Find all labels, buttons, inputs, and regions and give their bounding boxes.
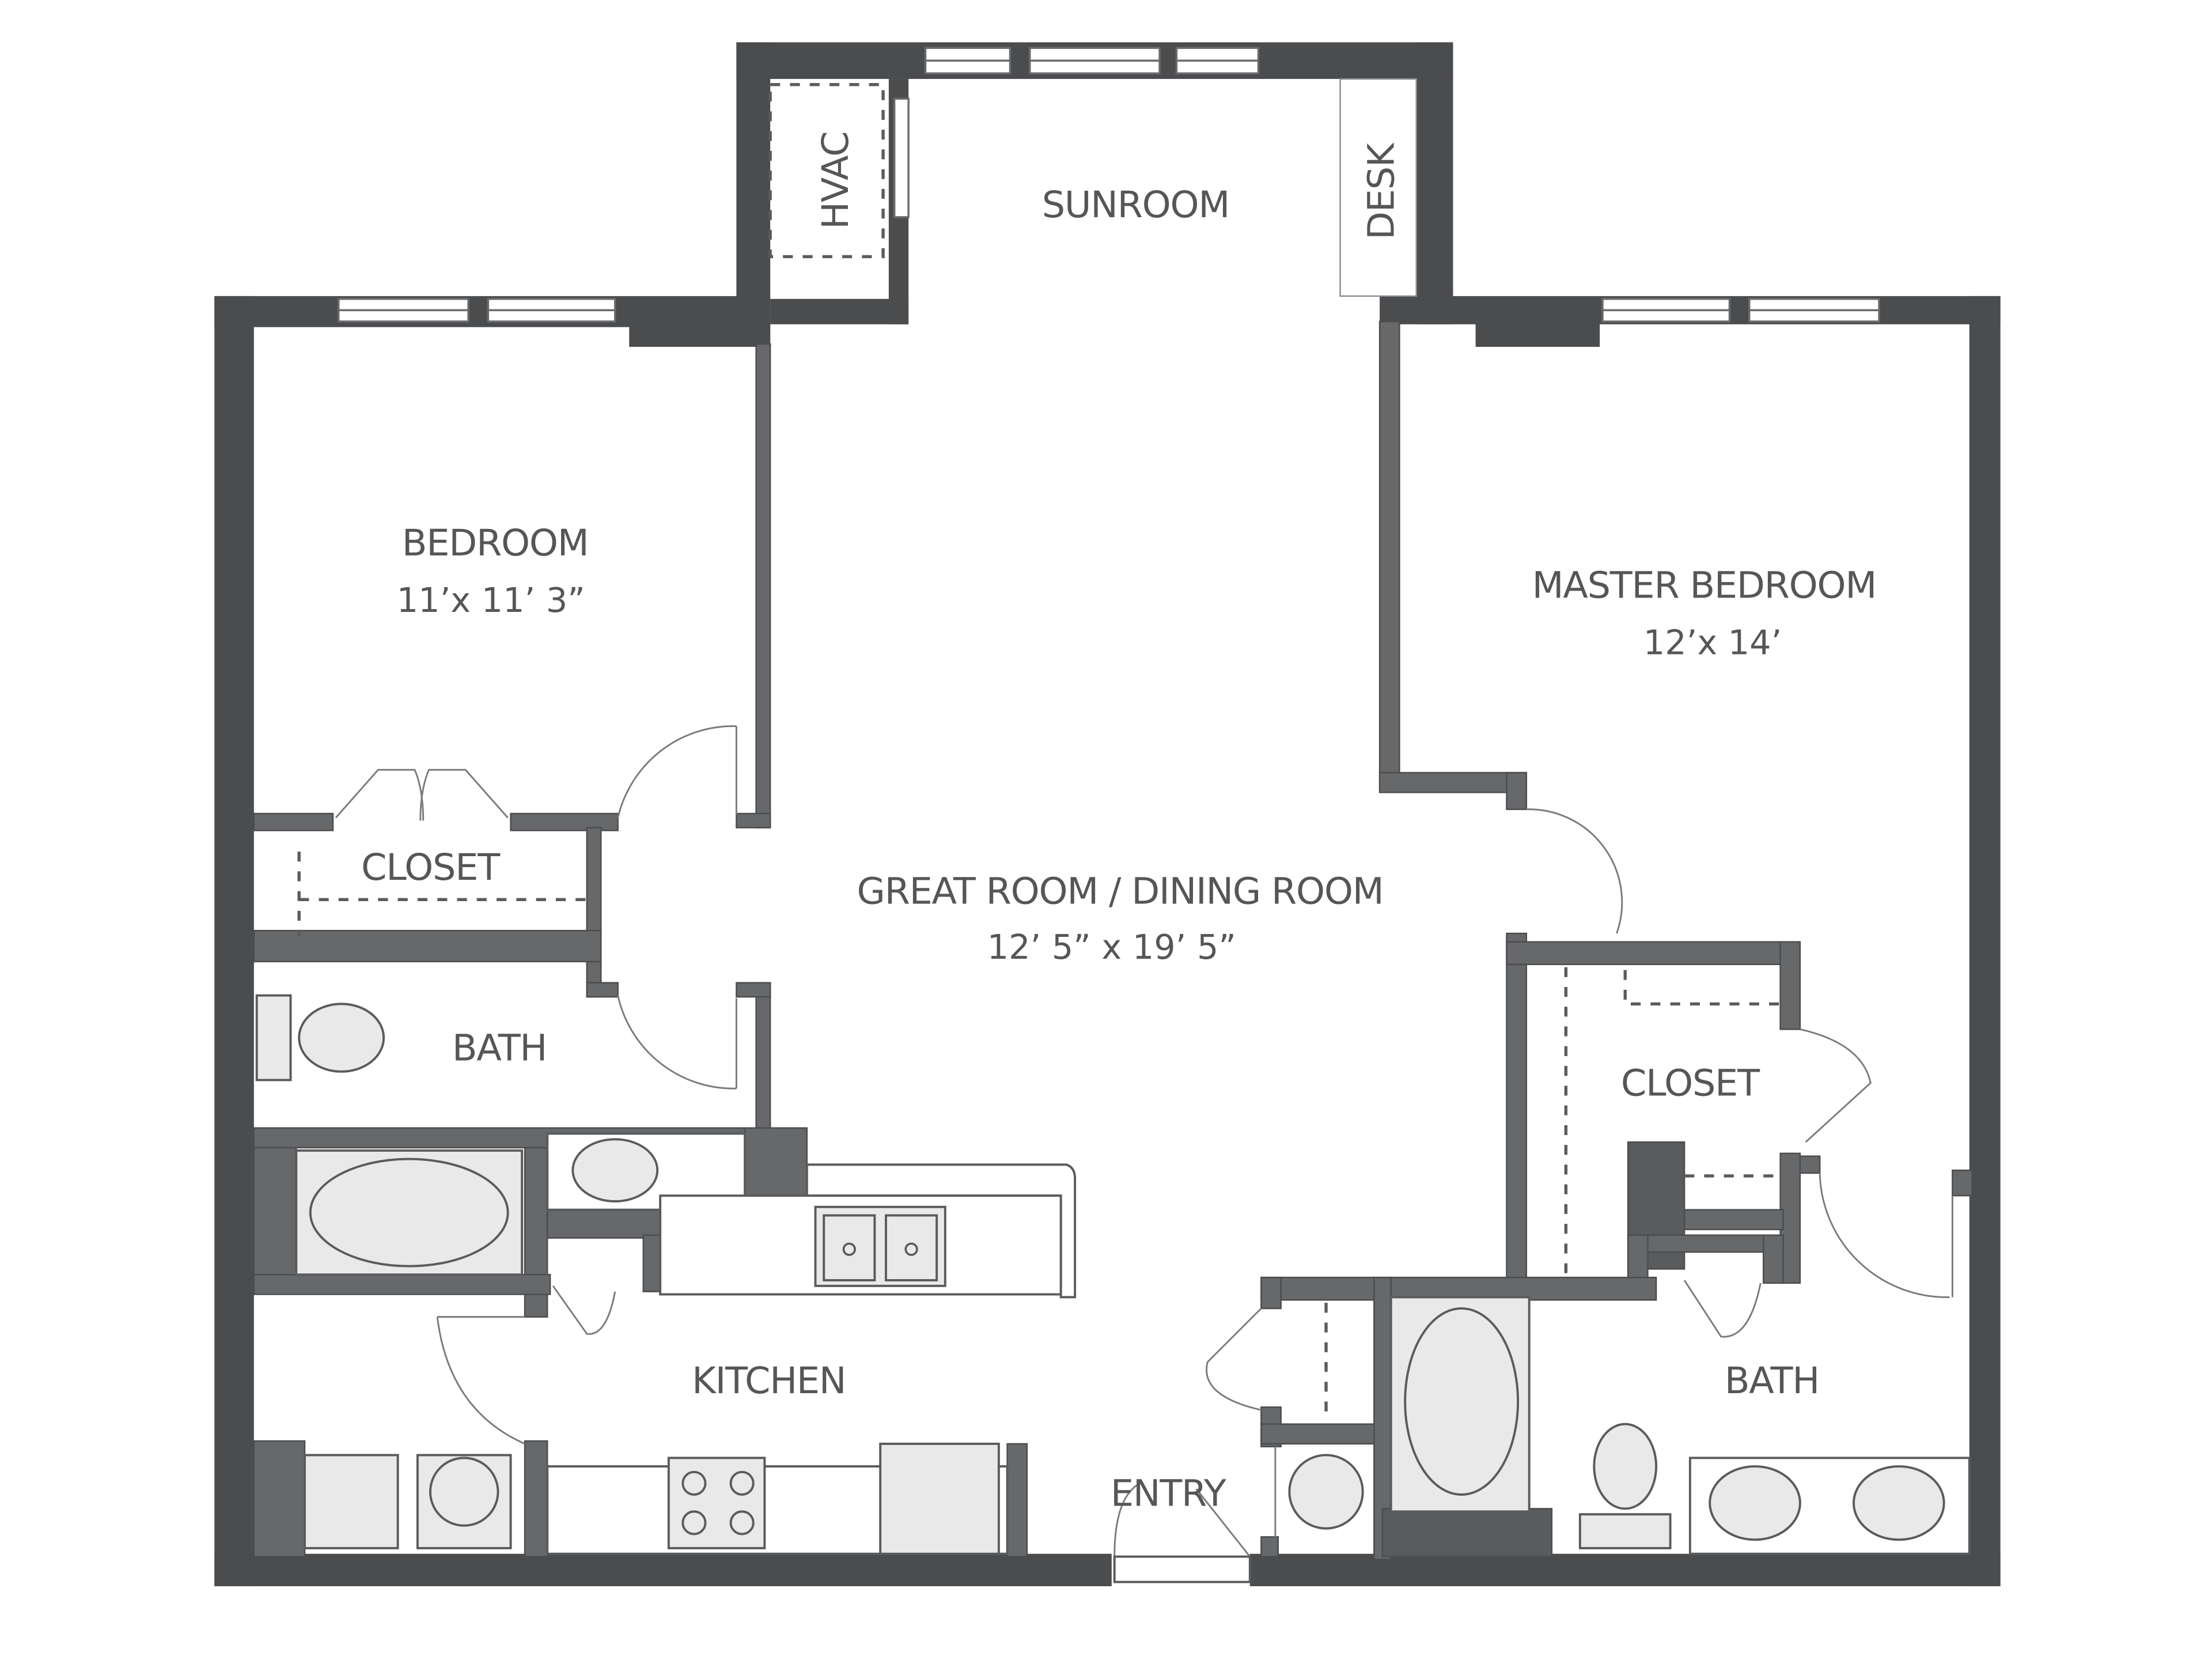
room-label-closet-master: CLOSET [1621,1062,1760,1105]
room-dim-great-room: 12’ 5” x 19’ 5” [987,927,1236,967]
windows [338,47,1880,323]
room-label-desk: DESK [1361,142,1403,240]
room-label-entry: ENTRY [1111,1473,1226,1515]
doors [335,725,1953,1583]
room-label-bedroom: BEDROOM [402,522,589,565]
room-label-bath-left: BATH [452,1027,547,1069]
room-label-great-room: GREAT ROOM / DINING ROOM [857,871,1383,913]
room-label-kitchen: KITCHEN [692,1360,846,1402]
fixtures [255,78,1971,1555]
room-label-master-bedroom: MASTER BEDROOM [1532,565,1877,607]
room-labels: SUNROOM HVAC DESK BEDROOM 11’x 11’ 3” MA… [361,132,1877,1515]
room-label-sunroom: SUNROOM [1042,184,1229,226]
room-label-bath-master: BATH [1725,1360,1819,1402]
exterior-walls [214,42,2001,1587]
room-dim-bedroom: 11’x 11’ 3” [397,580,585,620]
room-label-closet-left: CLOSET [361,846,501,889]
room-label-hvac: HVAC [815,132,857,229]
room-dim-master-bedroom: 12’x 14’ [1643,623,1782,663]
